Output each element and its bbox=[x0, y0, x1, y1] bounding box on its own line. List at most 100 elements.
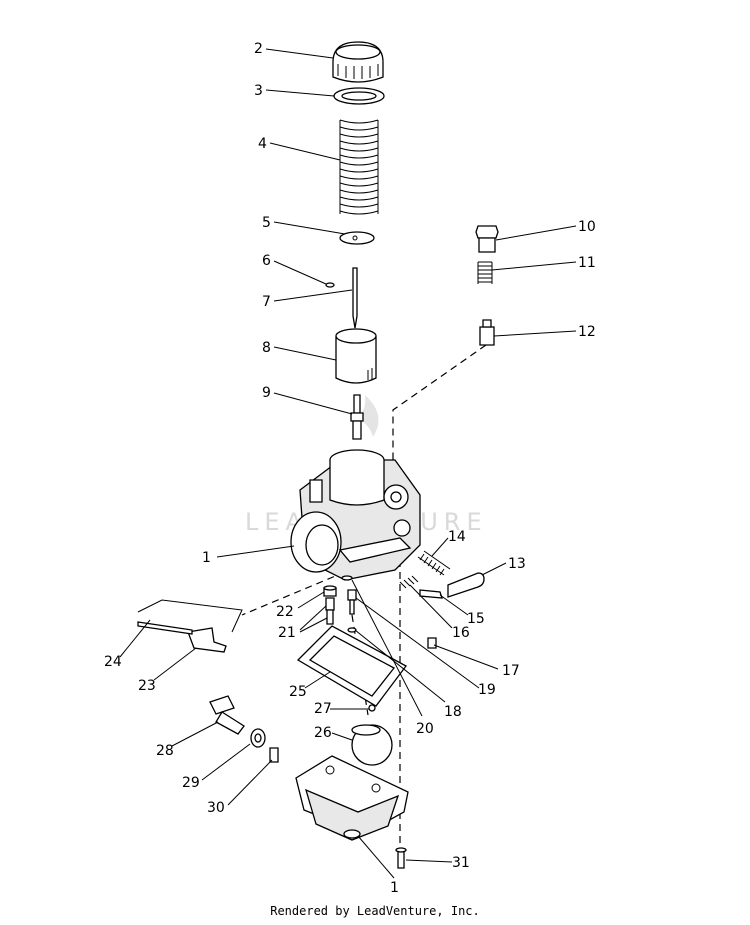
leader-29 bbox=[201, 743, 251, 781]
footer-credit: Rendered by LeadVenture, Inc. bbox=[270, 904, 480, 918]
part-31-bowl-screw bbox=[395, 847, 407, 869]
callout-31: 31 bbox=[452, 855, 470, 871]
part-29-drain-washer bbox=[250, 728, 266, 748]
leader-26 bbox=[331, 732, 353, 741]
part-14-idle-spring bbox=[417, 550, 451, 576]
callout-6: 6 bbox=[262, 253, 271, 269]
callout-12: 12 bbox=[578, 324, 596, 340]
callout-7: 7 bbox=[262, 294, 271, 310]
leader-28 bbox=[171, 721, 219, 747]
lever-dashed-line bbox=[241, 571, 346, 616]
callout-23: 23 bbox=[138, 678, 156, 694]
callout-26: 26 bbox=[314, 725, 332, 741]
leader-14 bbox=[431, 537, 449, 557]
leader-1-bowl bbox=[357, 835, 395, 879]
leader-16 bbox=[409, 584, 453, 629]
callout-27: 27 bbox=[314, 701, 332, 717]
leader-24 bbox=[119, 619, 151, 658]
callout-30: 30 bbox=[207, 800, 225, 816]
leader-19 bbox=[355, 597, 480, 689]
callout-16: 16 bbox=[452, 625, 470, 641]
leader-30 bbox=[227, 759, 273, 806]
leader-21b bbox=[299, 617, 328, 633]
leader-21a bbox=[299, 605, 327, 631]
part-11-small-spring bbox=[477, 261, 493, 284]
part-8-throttle-slide bbox=[335, 328, 377, 384]
leader-10 bbox=[495, 225, 577, 241]
part-20-washer bbox=[341, 575, 353, 581]
part-1-float-bowl bbox=[295, 755, 409, 841]
callout-15: 15 bbox=[467, 611, 485, 627]
part-13-idle-screw bbox=[447, 572, 485, 598]
callout-19: 19 bbox=[478, 682, 496, 698]
vent-hose-dashed-line bbox=[392, 344, 487, 470]
leader-9 bbox=[273, 392, 353, 415]
callout-1-bowl: 1 bbox=[390, 880, 399, 896]
part-18-o-ring bbox=[347, 627, 357, 633]
callout-20: 20 bbox=[416, 721, 434, 737]
leader-11 bbox=[491, 261, 577, 271]
leader-12 bbox=[493, 330, 577, 337]
callout-13: 13 bbox=[508, 556, 526, 572]
part-21-jet bbox=[325, 597, 335, 625]
leader-20 bbox=[351, 579, 423, 717]
leader-23 bbox=[153, 647, 197, 681]
callout-4: 4 bbox=[258, 136, 267, 152]
leader-31 bbox=[405, 859, 453, 863]
part-15-pilot-screw bbox=[419, 589, 443, 599]
part-12-plunger bbox=[479, 319, 495, 346]
part-22-nut bbox=[323, 585, 337, 597]
callout-8: 8 bbox=[262, 340, 271, 356]
leader-3 bbox=[265, 89, 335, 97]
part-2-top-cap bbox=[332, 41, 384, 83]
callout-18: 18 bbox=[444, 704, 462, 720]
callout-25: 25 bbox=[289, 684, 307, 700]
part-23-float-arm bbox=[187, 627, 227, 653]
part-6-e-clip bbox=[325, 282, 335, 288]
watermark-logo bbox=[357, 395, 379, 437]
callout-14: 14 bbox=[448, 529, 466, 545]
part-30-drain-screw bbox=[269, 747, 279, 763]
callout-22: 22 bbox=[276, 604, 294, 620]
leader-4 bbox=[269, 142, 341, 161]
part-4-spring bbox=[339, 119, 379, 215]
callout-21: 21 bbox=[278, 625, 296, 641]
callout-28: 28 bbox=[156, 743, 174, 759]
leader-2 bbox=[265, 48, 334, 59]
leader-17 bbox=[433, 644, 499, 670]
callout-2: 2 bbox=[254, 41, 263, 57]
part-10-fitting bbox=[475, 225, 499, 253]
callout-17: 17 bbox=[502, 663, 520, 679]
float-lever-outline bbox=[137, 599, 243, 633]
callout-1-body: 1 bbox=[202, 550, 211, 566]
part-26-float bbox=[351, 724, 393, 766]
callout-3: 3 bbox=[254, 83, 263, 99]
part-19-needle-valve bbox=[347, 589, 357, 615]
part-16-pilot-spring bbox=[399, 575, 419, 589]
part-25-gasket bbox=[296, 625, 407, 707]
leader-25 bbox=[304, 671, 331, 689]
callout-11: 11 bbox=[578, 255, 596, 271]
part-24-float-pin bbox=[137, 621, 193, 635]
part-1-carburetor-body bbox=[290, 449, 421, 581]
part-27-ball bbox=[368, 704, 376, 712]
part-3-washer bbox=[333, 87, 385, 105]
leader-7 bbox=[273, 289, 353, 302]
part-17-screw bbox=[427, 637, 437, 649]
leader-15 bbox=[439, 594, 469, 616]
leader-22 bbox=[297, 591, 325, 609]
callout-24: 24 bbox=[104, 654, 122, 670]
leader-5 bbox=[273, 221, 346, 235]
callout-10: 10 bbox=[578, 219, 596, 235]
leader-6 bbox=[273, 260, 327, 285]
part-28-drain-bolt bbox=[209, 695, 245, 735]
callout-5: 5 bbox=[262, 215, 271, 231]
leader-13 bbox=[481, 562, 507, 576]
callout-9: 9 bbox=[262, 385, 271, 401]
leader-8 bbox=[273, 346, 337, 361]
part-9-needle-jet bbox=[350, 394, 364, 440]
callout-29: 29 bbox=[182, 775, 200, 791]
leader-1-body bbox=[216, 545, 295, 558]
leader-18 bbox=[354, 629, 446, 703]
